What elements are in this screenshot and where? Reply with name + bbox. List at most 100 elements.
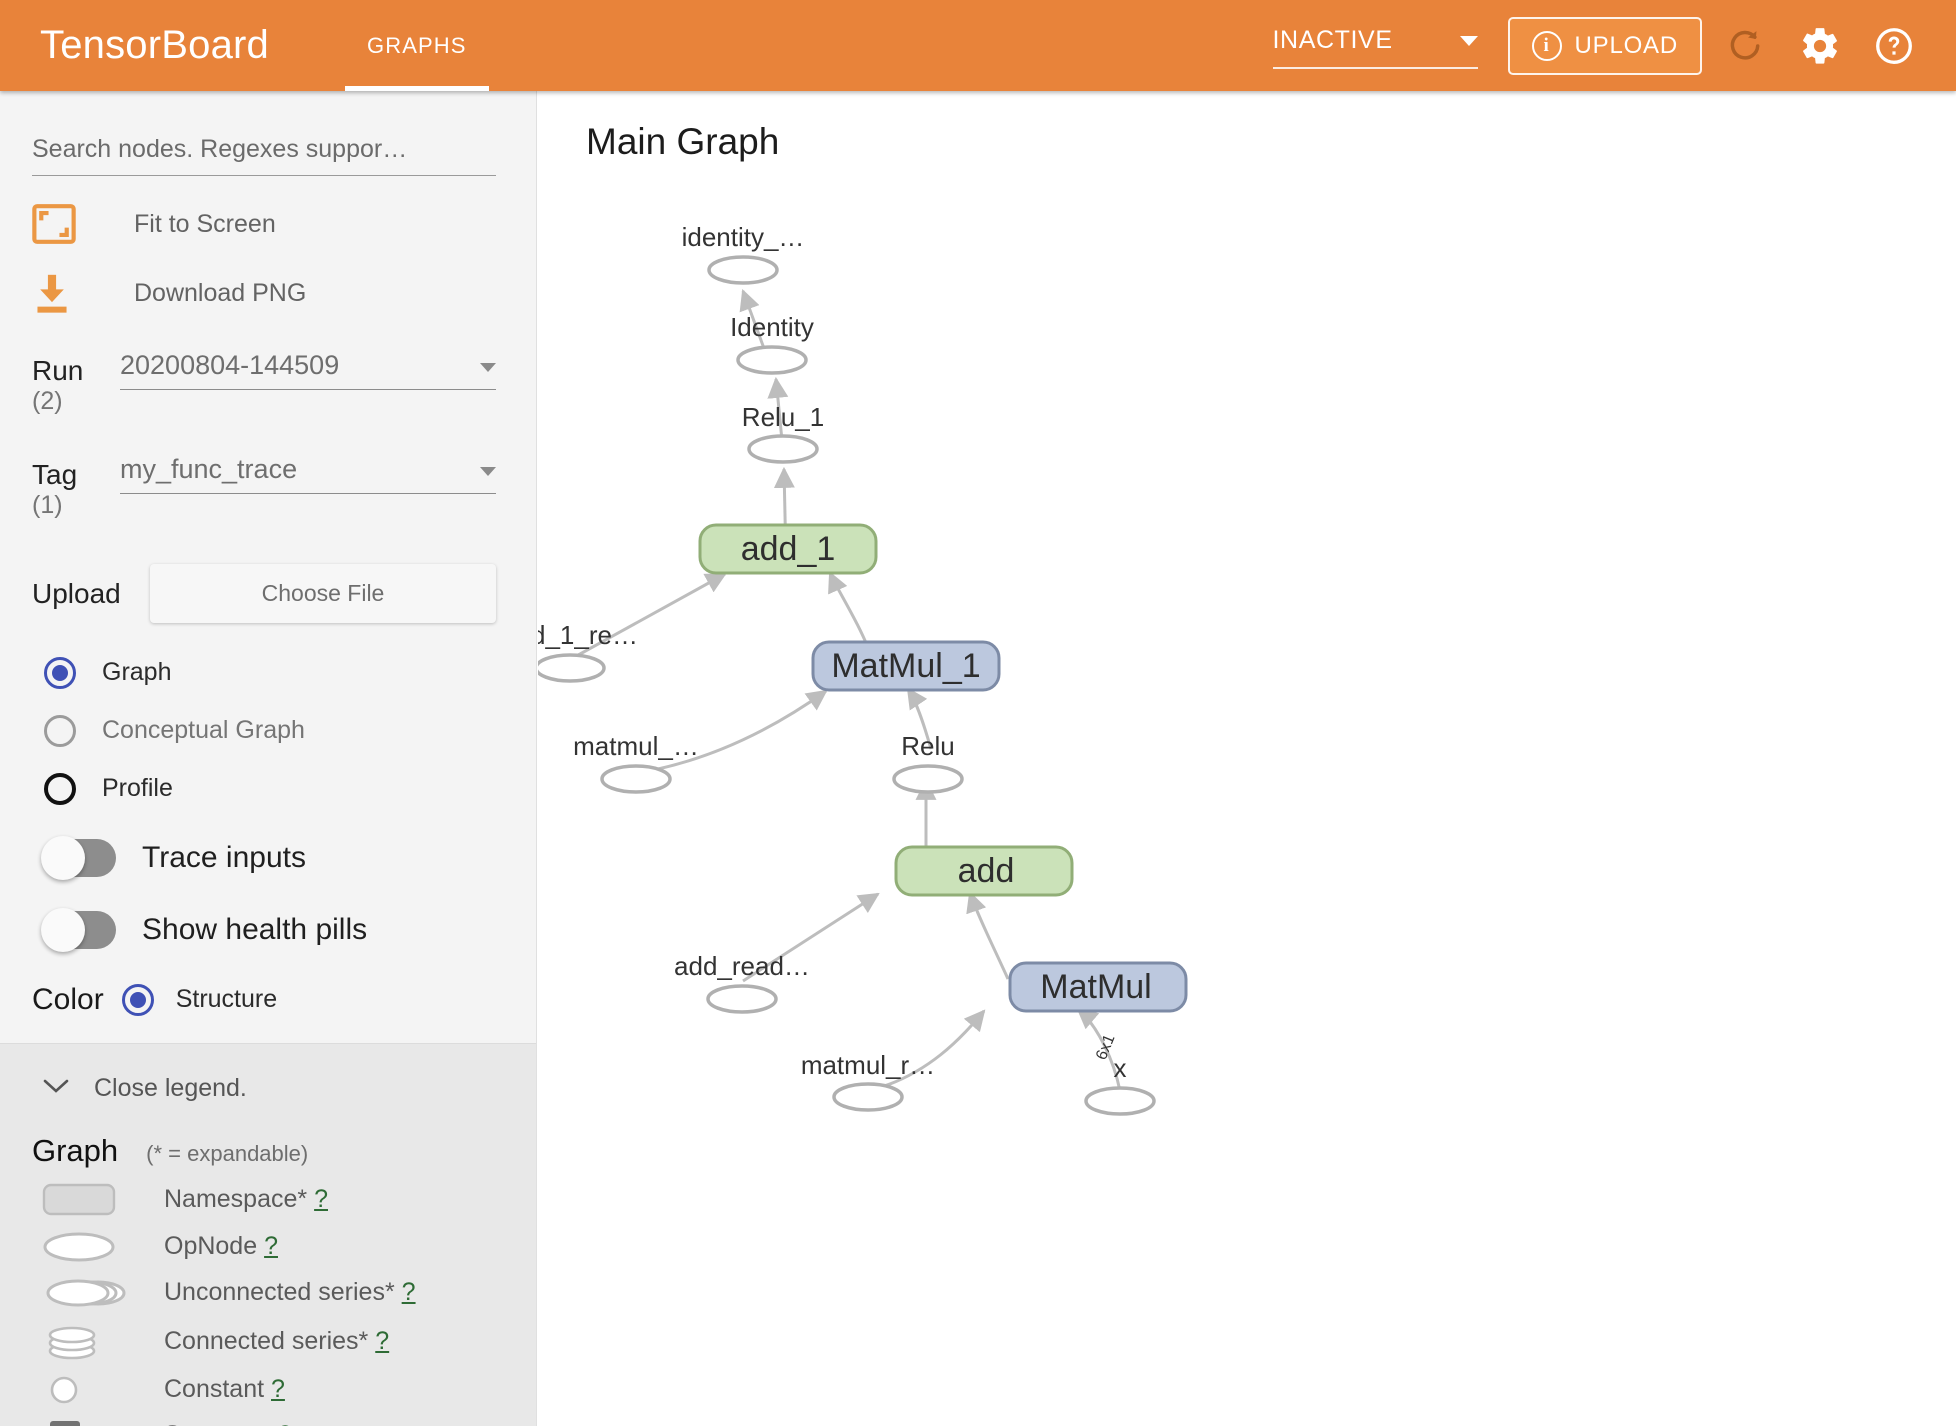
page-title: Main Graph bbox=[586, 121, 780, 162]
graph-canvas[interactable]: Main Graph bbox=[538, 91, 1956, 1426]
legend-item-label: Connected series* ? bbox=[164, 1327, 390, 1356]
radio-graph-label: Graph bbox=[102, 658, 172, 687]
tab-graphs[interactable]: GRAPHS bbox=[345, 0, 489, 91]
node-matmul-shape[interactable] bbox=[1008, 961, 1188, 1013]
node-add-1[interactable]: add_1 bbox=[698, 523, 878, 575]
help-link[interactable]: ? bbox=[375, 1327, 390, 1356]
tag-value: my_func_trace bbox=[120, 453, 298, 484]
fit-to-screen-button[interactable]: Fit to Screen bbox=[0, 204, 536, 244]
info-icon: i bbox=[1531, 30, 1562, 61]
unconnected-series-swatch-icon bbox=[32, 1277, 154, 1309]
toggle-trace-inputs-label: Trace inputs bbox=[142, 840, 306, 874]
radio-graph[interactable]: Graph bbox=[0, 656, 536, 689]
edge-x-to-matmul bbox=[1076, 1007, 1122, 1092]
node-add-shape[interactable] bbox=[894, 845, 1074, 897]
legend-item-label: Summary ? bbox=[164, 1421, 292, 1426]
node-matmul-1-read-shape[interactable] bbox=[600, 764, 672, 794]
legend-item: Constant ? bbox=[32, 1375, 504, 1405]
nav-tabs: GRAPHS bbox=[345, 0, 489, 91]
node-matmul[interactable]: MatMul bbox=[1008, 961, 1188, 1013]
node-add-1-label: add_1 bbox=[741, 530, 836, 568]
close-legend-button[interactable]: Close legend. bbox=[32, 1074, 504, 1103]
download-png-label: Download PNG bbox=[134, 278, 307, 307]
radio-conceptual-graph[interactable]: Conceptual Graph bbox=[0, 714, 536, 747]
toggle-trace-inputs[interactable]: Trace inputs bbox=[0, 835, 536, 880]
upload-button[interactable]: i UPLOAD bbox=[1507, 16, 1702, 75]
radio-profile[interactable]: Profile bbox=[0, 772, 536, 805]
node-relu[interactable]: Relu bbox=[892, 731, 964, 794]
run-state-dropdown[interactable]: INACTIVE bbox=[1272, 22, 1478, 69]
tag-label: Tag bbox=[32, 458, 78, 490]
toggle-show-health-pills[interactable]: Show health pills bbox=[0, 907, 536, 952]
download-png-button[interactable]: Download PNG bbox=[0, 272, 536, 314]
legend-item: Unconnected series* ? bbox=[32, 1277, 504, 1309]
edge-add1read-to-add1 bbox=[570, 572, 727, 661]
node-matmul-read[interactable]: matmul_r… bbox=[801, 1050, 935, 1112]
edge-relu-to-matmul1 bbox=[906, 687, 933, 750]
toggle-show-health-pills-switch[interactable] bbox=[41, 907, 116, 952]
node-x-shape[interactable] bbox=[1084, 1086, 1156, 1116]
radio-graph-indicator bbox=[44, 656, 76, 689]
run-selector[interactable]: Run (2) 20200804-144509 bbox=[0, 350, 536, 418]
help-link[interactable]: ? bbox=[314, 1185, 328, 1214]
node-matmul-1-read[interactable]: matmul_… bbox=[573, 731, 699, 794]
help-link[interactable]: ? bbox=[271, 1375, 285, 1404]
help-link[interactable]: ? bbox=[278, 1421, 292, 1426]
node-matmul-1[interactable]: MatMul_1 bbox=[811, 640, 1001, 692]
radio-profile-indicator bbox=[44, 772, 76, 805]
node-add-read[interactable]: add_read… bbox=[674, 951, 810, 1014]
legend-item-label: Unconnected series* ? bbox=[164, 1278, 416, 1307]
toggle-show-health-pills-label: Show health pills bbox=[142, 912, 368, 946]
legend-item: Namespace* ? bbox=[32, 1183, 504, 1217]
node-add[interactable]: add bbox=[894, 845, 1074, 897]
tag-selector[interactable]: Tag (1) my_func_trace bbox=[0, 454, 536, 522]
node-identity[interactable]: Identity bbox=[730, 312, 814, 375]
run-state-label: INACTIVE bbox=[1272, 26, 1393, 54]
fit-to-screen-icon bbox=[32, 204, 96, 244]
choose-file-button[interactable]: Choose File bbox=[150, 563, 496, 623]
tag-label-group: Tag (1) bbox=[32, 454, 120, 522]
radio-conceptual-graph-label: Conceptual Graph bbox=[102, 716, 305, 745]
node-add-1-read[interactable]: add_1_re… bbox=[538, 620, 638, 683]
legend-item-label: OpNode ? bbox=[164, 1232, 278, 1261]
legend-subheading: (* = expandable) bbox=[146, 1140, 309, 1166]
node-matmul-1-shape[interactable] bbox=[811, 640, 1001, 692]
node-identity-out[interactable]: identity_… bbox=[682, 222, 805, 285]
run-dropdown[interactable]: 20200804-144509 bbox=[120, 350, 496, 390]
legend-heading-row: Graph (* = expandable) bbox=[32, 1133, 504, 1169]
node-relu-label: Relu bbox=[901, 731, 954, 761]
node-identity-shape[interactable] bbox=[736, 345, 808, 375]
close-legend-label: Close legend. bbox=[94, 1073, 247, 1102]
node-relu-1-shape[interactable] bbox=[747, 434, 819, 464]
run-label: Run bbox=[32, 355, 84, 386]
fit-to-screen-label: Fit to Screen bbox=[134, 209, 276, 238]
help-icon[interactable] bbox=[1864, 16, 1924, 76]
node-x[interactable]: x bbox=[1084, 1053, 1156, 1116]
node-add-1-read-shape[interactable] bbox=[538, 653, 606, 683]
chevron-down-icon bbox=[1459, 35, 1478, 46]
refresh-icon[interactable] bbox=[1716, 16, 1776, 76]
tag-dropdown[interactable]: my_func_trace bbox=[120, 454, 496, 494]
app-header: TensorBoard GRAPHS INACTIVE i UPLOAD bbox=[0, 0, 1956, 91]
node-relu-1[interactable]: Relu_1 bbox=[742, 402, 824, 464]
sidebar: Fit to Screen Download PNG Run (2) 20200… bbox=[0, 91, 537, 1426]
node-add-read-shape[interactable] bbox=[706, 984, 778, 1014]
legend-item: Connected series* ? bbox=[32, 1323, 504, 1361]
tag-count: (1) bbox=[32, 491, 63, 520]
node-identity-out-shape[interactable] bbox=[707, 255, 779, 285]
search-input[interactable] bbox=[32, 135, 496, 176]
node-add-label: add bbox=[958, 852, 1015, 890]
node-add-1-shape[interactable] bbox=[698, 523, 878, 575]
node-matmul-read-shape[interactable] bbox=[832, 1082, 904, 1112]
radio-structure-indicator[interactable] bbox=[121, 983, 154, 1016]
help-link[interactable]: ? bbox=[264, 1232, 278, 1261]
radio-profile-label: Profile bbox=[102, 774, 173, 803]
edge-addread-to-add bbox=[742, 892, 880, 983]
search-container bbox=[0, 91, 536, 176]
help-link[interactable]: ? bbox=[401, 1278, 416, 1307]
node-relu-shape[interactable] bbox=[892, 764, 964, 794]
node-x-label: x bbox=[1114, 1053, 1127, 1083]
gear-icon[interactable] bbox=[1790, 16, 1850, 76]
toggle-trace-inputs-switch[interactable] bbox=[41, 835, 116, 880]
